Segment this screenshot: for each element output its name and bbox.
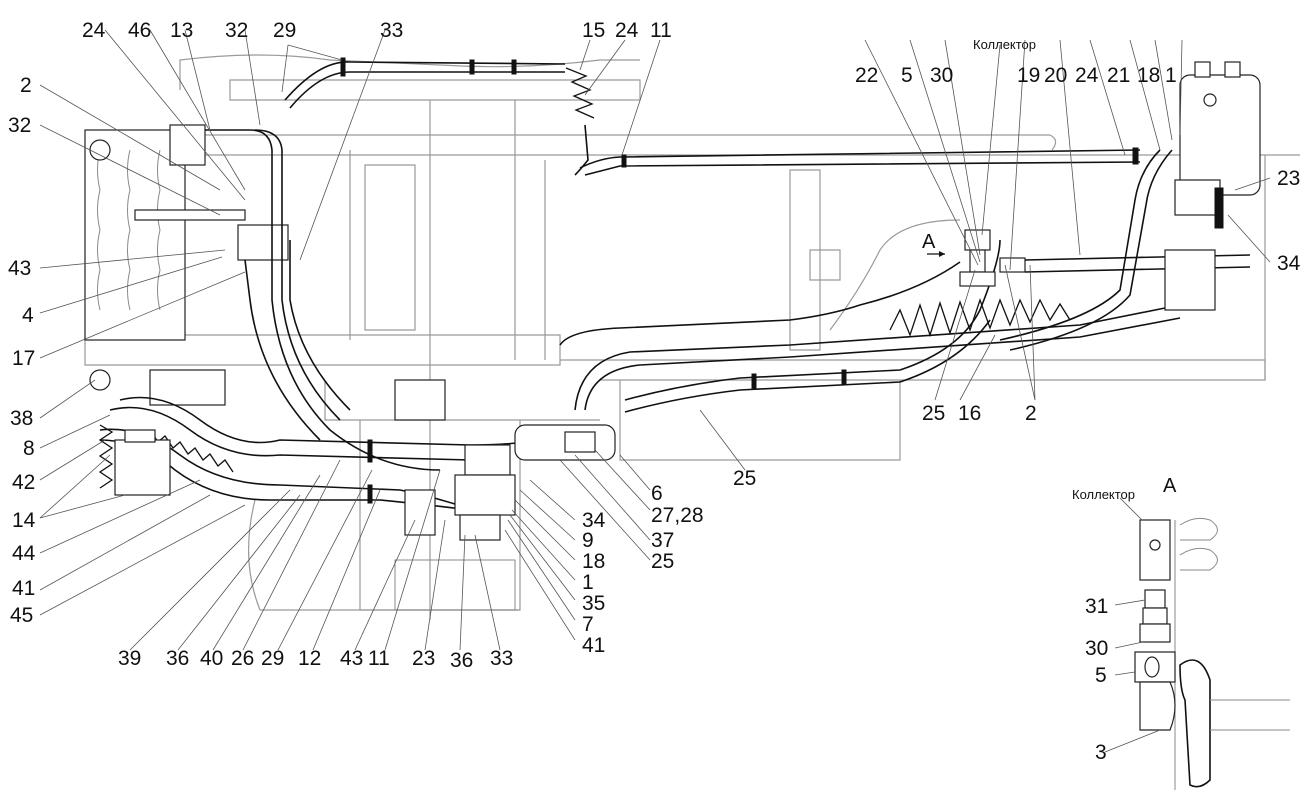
section-callout-5: 5 [1095, 664, 1107, 687]
view-a-arrow [927, 251, 945, 257]
section-callout-3: 3 [1095, 741, 1107, 764]
callout-39: 39 [118, 647, 142, 670]
callout-33: 33 [380, 19, 404, 42]
section-collector-label: Коллектор [1072, 487, 1136, 502]
drawing-title: Hydraulic hose routing assembly drawing [0, 0, 1, 1]
callout-41: 41 [12, 577, 36, 600]
callout-42: 42 [12, 471, 36, 494]
section-callout-31: 31 [1085, 595, 1109, 618]
callout-44: 44 [12, 542, 36, 565]
center-valve-block [394, 379, 616, 541]
callout-25c: 25 [733, 467, 757, 490]
callout-5: 5 [901, 64, 913, 87]
upper-hose-run [284, 57, 1141, 176]
callout-43: 43 [8, 257, 32, 280]
callout-37: 37 [651, 529, 675, 552]
callout-32b: 32 [8, 114, 32, 137]
view-a-marker: A [922, 231, 936, 253]
callout-7: 7 [582, 613, 594, 636]
callout-23: 23 [1277, 167, 1301, 190]
right-hose-run [559, 149, 1181, 413]
callout-2b: 2 [1025, 402, 1037, 425]
callout-43b: 43 [340, 647, 364, 670]
callout-2: 2 [20, 74, 32, 97]
callout-25b: 25 [651, 550, 675, 573]
chassis-outline [84, 54, 1300, 620]
callout-34b: 34 [582, 509, 606, 532]
callout-20: 20 [1044, 64, 1068, 87]
callout-34: 34 [1277, 252, 1301, 275]
callout-1b: 1 [582, 571, 594, 594]
callout-24b: 24 [615, 19, 639, 42]
radiator-unit [84, 124, 289, 406]
leader-lines [39, 29, 1271, 753]
callout-41b: 41 [582, 634, 606, 657]
callout-11: 11 [650, 19, 672, 42]
callout-13: 13 [170, 19, 194, 42]
section-a-detail [1134, 517, 1290, 790]
callout-8: 8 [23, 437, 35, 460]
callout-9: 9 [582, 529, 594, 552]
section-callout-30: 30 [1085, 637, 1109, 660]
callout-38: 38 [10, 407, 34, 430]
callout-30: 30 [930, 64, 954, 87]
callout-36: 36 [166, 647, 190, 670]
callout-11b: 11 [368, 647, 390, 670]
callout-15: 15 [582, 19, 606, 42]
callout-6: 6 [651, 482, 663, 505]
engine-block [394, 559, 516, 611]
callout-16: 16 [958, 402, 982, 425]
callout-45: 45 [10, 604, 34, 627]
callout-17: 17 [12, 347, 36, 370]
collector-label: Коллектор [973, 37, 1037, 52]
callout-29: 29 [273, 19, 297, 42]
callout-24: 24 [82, 19, 106, 42]
callout-24c: 24 [1075, 64, 1099, 87]
callout-25: 25 [922, 402, 946, 425]
callout-46: 46 [128, 19, 152, 42]
callout-40: 40 [200, 647, 224, 670]
collector-assembly [959, 229, 1251, 287]
callout-12: 12 [298, 647, 322, 670]
callout-14: 14 [12, 509, 36, 532]
callout-26: 26 [231, 647, 255, 670]
section-a-title: A [1163, 475, 1177, 497]
callout-19: 19 [1017, 64, 1041, 87]
callout-29b: 29 [261, 647, 285, 670]
callout-1: 1 [1165, 64, 1177, 87]
callout-32: 32 [225, 19, 249, 42]
callout-33b: 33 [490, 647, 514, 670]
callout-23b: 23 [412, 647, 436, 670]
pump-assembly [114, 429, 171, 496]
callout-18: 18 [1137, 64, 1161, 87]
callout-21: 21 [1107, 64, 1131, 87]
callout-4: 4 [22, 304, 34, 327]
callout-35: 35 [582, 592, 606, 615]
callout-22: 22 [855, 64, 879, 87]
callout-36b: 36 [450, 649, 474, 672]
reservoir-tank [1164, 61, 1261, 311]
callout-27-28: 27,28 [651, 504, 704, 527]
vertical-hose-bundle [205, 129, 441, 471]
callout-18b: 18 [582, 550, 606, 573]
